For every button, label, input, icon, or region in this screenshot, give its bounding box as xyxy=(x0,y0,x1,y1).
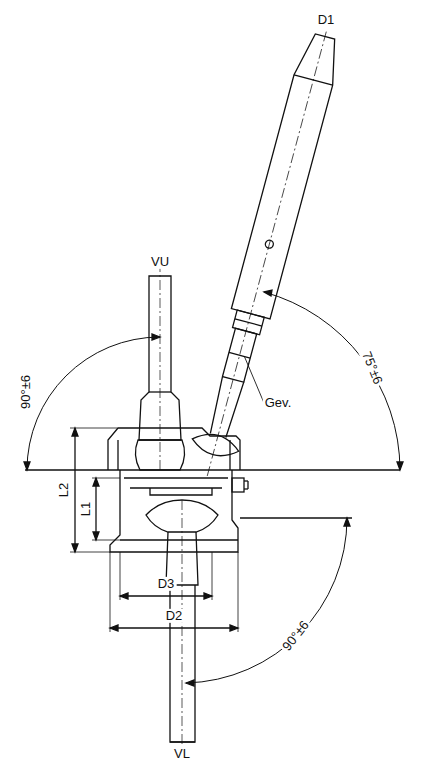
diameter-dimension: D3 xyxy=(156,577,177,591)
angle-dimension: 90°±6 xyxy=(279,617,314,656)
part-label: Gev. xyxy=(263,396,294,410)
length-dimension: L1 xyxy=(79,500,93,518)
component-label: VL xyxy=(172,747,192,761)
component-label: VU xyxy=(149,255,171,269)
component-label: D1 xyxy=(316,13,337,27)
diameter-dimension: D2 xyxy=(164,609,185,623)
length-dimension: L2 xyxy=(57,481,71,499)
angle-dimension: 90°±6 xyxy=(19,373,33,411)
angle-dimension: 75°±6 xyxy=(358,348,386,389)
